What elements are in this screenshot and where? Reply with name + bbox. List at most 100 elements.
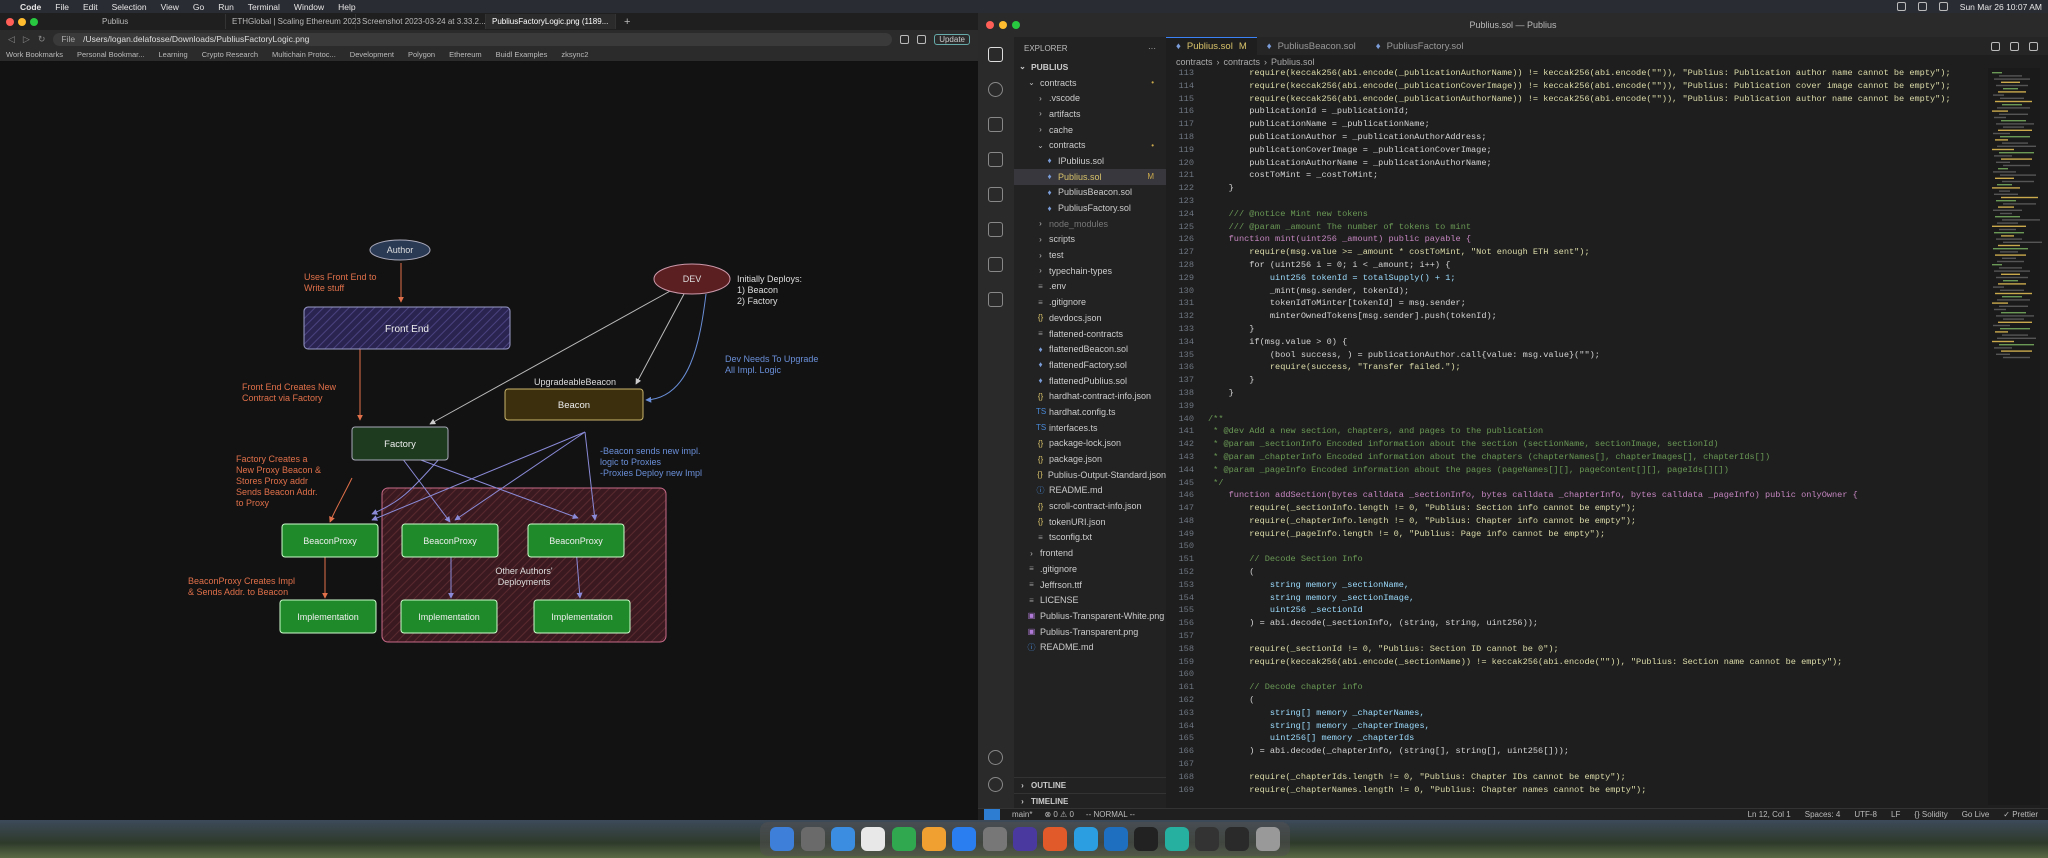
code-line[interactable]: 169 require(_chapterNames.length != 0, "… [1166, 785, 1986, 798]
close-window-button[interactable] [6, 17, 14, 26]
brave-icon[interactable] [1043, 827, 1068, 851]
code-line[interactable]: 126 function mint(uint256 _amount) publi… [1166, 234, 1986, 247]
minimap[interactable] [1988, 68, 2042, 805]
editor-tab[interactable]: ♦PubliusBeacon.sol [1257, 37, 1366, 55]
status-item[interactable]: ⊗ 0 ⚠ 0 [1044, 810, 1074, 819]
sidebar-icon[interactable] [917, 34, 927, 44]
code-line[interactable]: 131 tokenIdToMinter[tokenId] = msg.sende… [1166, 298, 1986, 311]
code-line[interactable]: 115 require(keccak256(abi.encode(_public… [1166, 94, 1986, 107]
status-item[interactable]: main* [1012, 810, 1033, 819]
tree-folder[interactable]: ›test [1014, 247, 1166, 263]
tree-folder[interactable]: ›frontend [1014, 545, 1166, 561]
bookmark-folder[interactable]: Multichain Protoc... [272, 50, 336, 59]
status-item[interactable]: {} Solidity [1914, 810, 1948, 819]
remote-indicator[interactable] [984, 808, 1000, 821]
testing-icon[interactable] [988, 222, 1003, 237]
bookmark-folder[interactable]: Polygon [407, 50, 436, 59]
code-line[interactable]: 148 require(_chapterInfo.length != 0, "P… [1166, 516, 1986, 529]
code-line[interactable]: 144 * @param _pageInfo Encoded informati… [1166, 465, 1986, 478]
reload-icon[interactable]: ↻ [37, 33, 46, 44]
vscode-zoom-button[interactable] [1012, 21, 1020, 29]
tree-file[interactable]: {}hardhat-contract-info.json [1014, 388, 1166, 404]
code-line[interactable]: 161 // Decode chapter info [1166, 682, 1986, 695]
menu-item[interactable]: Terminal [247, 1, 280, 12]
code-line[interactable]: 113 require(keccak256(abi.encode(_public… [1166, 68, 1986, 81]
code-line[interactable]: 121 costToMint = _costToMint; [1166, 170, 1986, 183]
code-line[interactable]: 119 publicationCoverImage = _publication… [1166, 145, 1986, 158]
tree-file[interactable]: ≡Jeffrson.ttf [1014, 577, 1166, 593]
terminal-icon[interactable] [1134, 827, 1159, 851]
tree-file[interactable]: ≡LICENSE [1014, 592, 1166, 608]
compare-icon[interactable] [2010, 42, 2019, 51]
code-line[interactable]: 159 require(keccak256(abi.encode(_sectio… [1166, 657, 1986, 670]
control-center-icon[interactable] [1938, 2, 1948, 11]
status-item[interactable]: UTF-8 [1854, 810, 1877, 819]
menu-app-name[interactable]: Code [20, 1, 42, 12]
back-icon[interactable]: ◁ [8, 33, 15, 44]
explorer-root[interactable]: ⌄ PUBLIUS [1014, 59, 1166, 75]
vscode-minimize-button[interactable] [999, 21, 1007, 29]
code-line[interactable]: 141 * @dev Add a new section, chapters, … [1166, 426, 1986, 439]
tree-folder[interactable]: ›node_modules [1014, 216, 1166, 232]
code-line[interactable]: 167 [1166, 759, 1986, 772]
tree-file[interactable]: {}Publius-Output-Standard.json [1014, 467, 1166, 483]
minimize-window-button[interactable] [18, 17, 26, 26]
code-line[interactable]: 129 uint256 tokenId = totalSupply() + 1; [1166, 273, 1986, 286]
tree-file[interactable]: ≡flattened-contracts [1014, 326, 1166, 342]
menu-item[interactable]: Window [293, 1, 325, 12]
code-line[interactable]: 149 require(_pageInfo.length != 0, "Publ… [1166, 529, 1986, 542]
browser-tab[interactable]: Screenshot 2023-03-24 at 3.33.2... [356, 14, 486, 29]
code-line[interactable]: 140/** [1166, 414, 1986, 427]
tree-folder[interactable]: ›scripts [1014, 232, 1166, 248]
menu-item[interactable]: Selection [111, 1, 147, 12]
chatgpt-icon[interactable] [1164, 827, 1189, 851]
code-line[interactable]: 130 _mint(msg.sender, tokenId); [1166, 286, 1986, 299]
code-line[interactable]: 160 [1166, 669, 1986, 682]
tree-file[interactable]: ▣Publius-Transparent-White.png [1014, 608, 1166, 624]
breadcrumb-item[interactable]: contracts [1223, 56, 1261, 67]
status-item[interactable]: -- NORMAL -- [1085, 810, 1135, 819]
browser-tab[interactable]: PubliusFactoryLogic.png (1189... [486, 14, 616, 29]
code-line[interactable]: 120 publicationAuthorName = _publication… [1166, 158, 1986, 171]
code-line[interactable]: 158 require(_sectionId != 0, "Publius: S… [1166, 644, 1986, 657]
code-line[interactable]: 163 string[] memory _chapterNames, [1166, 708, 1986, 721]
menu-item[interactable]: File [55, 1, 69, 12]
status-item[interactable]: LF [1891, 810, 1901, 819]
calendar-icon[interactable] [861, 827, 886, 851]
code-line[interactable]: 118 publicationAuthor = _publicationAuth… [1166, 132, 1986, 145]
more-actions-icon[interactable]: ··· [1148, 43, 1156, 53]
zoom-window-button[interactable] [30, 17, 38, 26]
files-icon[interactable] [988, 47, 1003, 62]
brave-browser-icon[interactable] [1012, 827, 1037, 851]
settings-gear-icon[interactable] [988, 777, 1003, 792]
battery-icon[interactable] [1917, 2, 1927, 11]
bookmark-folder[interactable]: Ethereum [449, 50, 482, 59]
remote-explorer-icon[interactable] [988, 257, 1003, 272]
code-view[interactable]: 113 require(keccak256(abi.encode(_public… [1166, 68, 1986, 805]
numbers-icon[interactable] [891, 827, 916, 851]
forward-icon[interactable]: ▷ [22, 33, 30, 44]
extensions-icon[interactable] [988, 187, 1003, 202]
tree-file[interactable]: {}package-lock.json [1014, 436, 1166, 452]
bookmark-folder[interactable]: Crypto Research [201, 50, 258, 59]
code-line[interactable]: 164 string[] memory _chapterImages, [1166, 721, 1986, 734]
code-line[interactable]: 153 string memory _sectionName, [1166, 580, 1986, 593]
pages-icon[interactable] [921, 827, 946, 851]
account-icon[interactable] [988, 750, 1003, 765]
menu-item[interactable]: Help [338, 1, 356, 12]
vscode-dock-icon[interactable] [1103, 827, 1128, 851]
breadcrumb-item[interactable]: contracts [1176, 56, 1213, 67]
tree-file[interactable]: ♦flattenedBeacon.sol [1014, 341, 1166, 357]
code-line[interactable]: 132 minterOwnedTokens[msg.sender].push(t… [1166, 311, 1986, 324]
code-line[interactable]: 155 uint256 _sectionId [1166, 605, 1986, 618]
tree-file[interactable]: ♦PubliusBeacon.sol [1014, 185, 1166, 201]
new-tab-icon[interactable]: + [624, 15, 631, 28]
code-line[interactable]: 168 require(_chapterIds.length != 0, "Pu… [1166, 772, 1986, 785]
code-line[interactable]: 154 string memory _sectionImage, [1166, 593, 1986, 606]
code-line[interactable]: 125 /// @param _amount The number of tok… [1166, 222, 1986, 235]
url-field[interactable]: File /Users/logan.delafosse/Downloads/Pu… [53, 32, 893, 46]
update-button[interactable]: Update [934, 33, 970, 45]
